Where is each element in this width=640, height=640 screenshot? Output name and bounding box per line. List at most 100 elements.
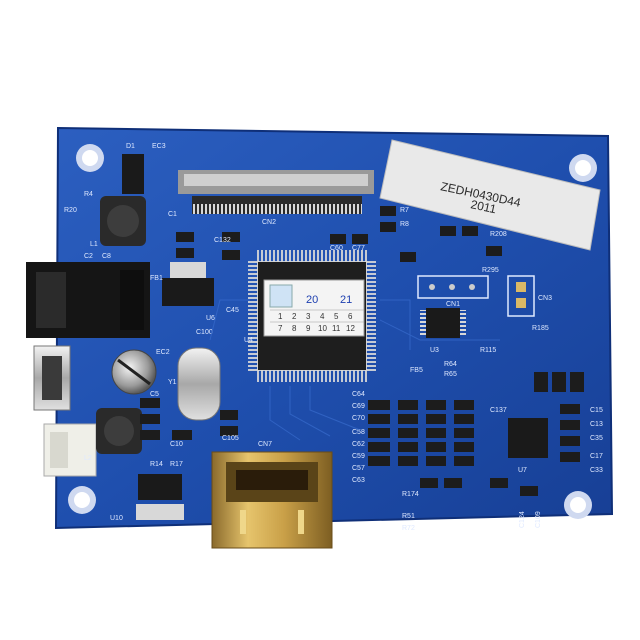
label-c69: C69 [352, 403, 365, 410]
header-cn1: CN1 [417, 275, 489, 308]
label-r64: R64 [444, 361, 457, 368]
voltage-regulator: U10 [110, 474, 184, 522]
dc-power-jack [26, 262, 150, 338]
diode: D1 EC3 [122, 143, 166, 194]
label-c60: C60 [330, 245, 343, 252]
inductor: L1 [90, 196, 146, 248]
chip-sticker-top-left: 20 [306, 294, 318, 306]
label-u4: U4 [244, 337, 253, 344]
mounting-hole [564, 491, 592, 519]
chip-grid-1: 1 [278, 312, 283, 321]
label-c137: C137 [490, 407, 507, 414]
label-r7: R7 [400, 207, 409, 214]
label-r51: R51 [402, 513, 415, 520]
chip-grid-3: 3 [306, 312, 311, 321]
label-c13: C13 [590, 421, 603, 428]
chip-sticker-top-right: 21 [340, 294, 352, 306]
label-c15: C15 [590, 407, 603, 414]
main-controller-chip: 20 21 1 2 3 4 5 6 7 8 9 10 11 12 [248, 250, 376, 382]
fpc-connector: CN2 [178, 170, 374, 226]
label-fb1: FB1 [150, 275, 163, 282]
mounting-hole [76, 144, 104, 172]
label-c58: C58 [352, 429, 365, 436]
label-r14: R14 [150, 461, 163, 468]
label-c57: C57 [352, 465, 365, 472]
label-r8: R8 [400, 221, 409, 228]
jst-connector [43, 423, 97, 477]
label-c45: C45 [226, 307, 239, 314]
voltage-regulator: U6 [162, 262, 215, 322]
chip-grid-11: 11 [332, 324, 341, 333]
chip-grid-6: 6 [348, 312, 353, 321]
label-fb5: FB5 [410, 367, 423, 374]
smd-components [140, 206, 584, 496]
label-c35: C35 [590, 435, 603, 442]
label-c109: C109 [535, 511, 542, 528]
header-cn3: CN3 [507, 275, 552, 317]
eeprom-chip: U3 [420, 308, 466, 354]
micro-usb-port [33, 345, 71, 411]
chip-grid-4: 4 [320, 312, 325, 321]
label-r295: R295 [482, 267, 499, 274]
label-cn2: CN2 [262, 219, 276, 226]
label-cn7: CN7 [258, 441, 272, 448]
chip-grid-12: 12 [346, 324, 355, 333]
label-l2: L2 [84, 455, 92, 462]
label-c17: C17 [590, 453, 603, 460]
chip-sticker: 20 21 1 2 3 4 5 6 7 8 9 10 11 12 [263, 279, 365, 337]
label-u3: U3 [430, 347, 439, 354]
label-r20: R20 [64, 207, 77, 214]
label-c105: C105 [222, 435, 239, 442]
mounting-hole [569, 154, 597, 182]
label-c59: C59 [352, 453, 365, 460]
chip-grid-9: 9 [306, 324, 311, 333]
label-c124: C124 [519, 511, 526, 528]
label-c1: C1 [168, 211, 177, 218]
chip-grid-2: 2 [292, 312, 297, 321]
label-r174: R174 [402, 491, 419, 498]
label-c2: C2 [84, 253, 93, 260]
sticker-line-2: 2011 [469, 197, 497, 216]
label-c132: C132 [214, 237, 231, 244]
chip-grid-10: 10 [318, 324, 327, 333]
hdmi-port: CN7 [211, 441, 333, 549]
label-c62: C62 [352, 441, 365, 448]
label-c10: C10 [170, 441, 183, 448]
inductor: L2 [84, 408, 142, 462]
label-cn3: CN3 [538, 295, 552, 302]
chip-grid-5: 5 [334, 312, 339, 321]
label-d1: D1 [126, 143, 135, 150]
label-c100: C100 [196, 329, 213, 336]
label-r65: R65 [444, 371, 457, 378]
label-c63: C63 [352, 477, 365, 484]
label-r72: R72 [402, 525, 415, 532]
label-c8: C8 [102, 253, 111, 260]
label-c33: C33 [590, 467, 603, 474]
label-u7: U7 [518, 467, 527, 474]
label-c77: C77 [352, 245, 365, 252]
chip-grid-7: 7 [278, 324, 283, 333]
label-r17: R17 [170, 461, 183, 468]
label-r208: R208 [490, 231, 507, 238]
label-y1: Y1 [168, 379, 177, 386]
chip-grid-8: 8 [292, 324, 297, 333]
label-u6: U6 [206, 315, 215, 322]
label-c5: C5 [150, 391, 159, 398]
pcb-traces [209, 299, 500, 441]
silkscreen-labels: R4 R20 C1 C2 C8 FB1 C132 C100 C45 U4 C60… [64, 191, 603, 532]
label-c64: C64 [352, 391, 365, 398]
mounting-hole [68, 486, 96, 514]
label-ec2: EC2 [156, 349, 170, 356]
label-ec3: EC3 [152, 143, 166, 150]
crystal-oscillator: Y1 [168, 347, 221, 421]
label-r185: R185 [532, 325, 549, 332]
electrolytic-capacitor: EC2 [111, 349, 170, 395]
label-r115: R115 [480, 347, 496, 354]
label-u10: U10 [110, 515, 123, 522]
qfn-chip: U7 [508, 418, 548, 474]
label-cn1: CN1 [446, 301, 460, 308]
label-r4: R4 [84, 191, 93, 198]
label-l1: L1 [90, 241, 98, 248]
label-c70: C70 [352, 415, 365, 422]
